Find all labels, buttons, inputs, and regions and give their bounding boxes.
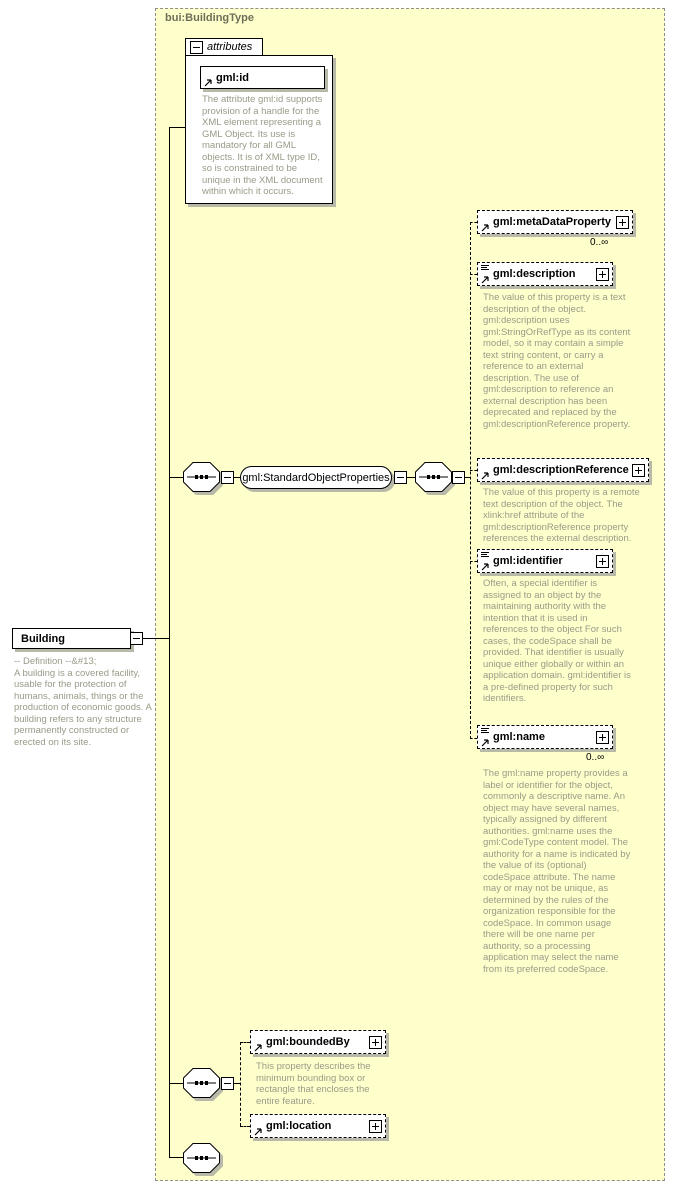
expand-icon[interactable] — [596, 731, 609, 744]
element-gml-descriptionreference[interactable]: gml:descriptionReference — [477, 458, 649, 482]
element-label: Building — [21, 632, 65, 645]
element-label: gml:identifier — [493, 555, 563, 567]
expand-icon[interactable] — [369, 1036, 382, 1049]
expand-icon[interactable] — [616, 216, 629, 229]
expand-icon[interactable] — [369, 1120, 382, 1133]
connector-line — [169, 477, 183, 478]
element-label: gml:location — [266, 1120, 332, 1132]
element-label: gml:description — [493, 268, 576, 280]
element-label: gml:name — [493, 731, 545, 743]
element-gml-boundedby[interactable]: gml:boundedBy — [250, 1030, 386, 1054]
collapse-icon[interactable] — [394, 471, 407, 484]
element-gml-location[interactable]: gml:location — [250, 1114, 386, 1138]
connector-line — [143, 638, 169, 639]
sequence-icon — [415, 462, 452, 492]
connector-trunk — [169, 127, 170, 1158]
element-label: gml:metaDataProperty — [493, 216, 611, 228]
connector-line — [169, 1083, 183, 1084]
element-gml-description[interactable]: gml:description — [477, 262, 613, 286]
connector-line — [470, 738, 477, 739]
group-gml-standardobjectproperties[interactable]: gml:StandardObjectProperties — [240, 466, 392, 489]
connector-line — [169, 127, 186, 128]
sequence-icon — [183, 462, 220, 492]
element-gml-name[interactable]: gml:name — [477, 725, 613, 749]
connector-line — [234, 477, 240, 478]
element-gml-metadataproperty[interactable]: gml:metaDataProperty — [477, 210, 633, 234]
element-annotation: The value of this property is a remote t… — [483, 487, 640, 544]
connector-line — [240, 1126, 250, 1127]
reference-arrow-icon — [480, 561, 490, 571]
attributes-tab[interactable]: attributes — [185, 38, 263, 56]
connector-line — [465, 477, 471, 478]
sequence-icon — [183, 1143, 220, 1173]
attribute-gml-id[interactable]: gml:id — [200, 66, 325, 89]
annotation-marker-icon — [481, 728, 489, 734]
connector-trunk — [240, 1042, 241, 1126]
collapse-icon[interactable] — [190, 40, 203, 54]
group-label: gml:StandardObjectProperties — [242, 471, 390, 484]
collapse-icon[interactable] — [130, 632, 143, 645]
attributes-label: attributes — [207, 41, 253, 53]
collapse-icon[interactable] — [221, 471, 234, 484]
expand-icon[interactable] — [632, 464, 645, 477]
connector-line — [470, 561, 477, 562]
occurrence-label: 0..∞ — [586, 752, 605, 763]
complex-type-title: bui:BuildingType — [165, 12, 255, 24]
element-annotation: The value of this property is a text des… — [483, 292, 631, 430]
element-gml-identifier[interactable]: gml:identifier — [477, 549, 613, 573]
occurrence-label: 0..∞ — [590, 237, 609, 248]
element-annotation: Often, a special identifier is assigned … — [483, 578, 631, 704]
element-building[interactable]: Building — [12, 628, 131, 649]
annotation-marker-icon — [481, 265, 489, 271]
collapse-icon[interactable] — [221, 1077, 234, 1090]
reference-arrow-icon — [480, 737, 490, 747]
element-annotation: This property describes the minimum boun… — [256, 1061, 371, 1107]
element-annotation: The gml:name property provides a label o… — [483, 768, 631, 975]
reference-arrow-icon — [480, 222, 490, 232]
connector-trunk — [470, 222, 471, 739]
connector-line — [407, 477, 415, 478]
reference-arrow-icon — [480, 274, 490, 284]
attribute-annotation: The attribute gml:id supports provision … — [202, 94, 323, 197]
element-annotation: -- Definition --&#13; A building is a co… — [14, 656, 152, 748]
element-label: gml:boundedBy — [266, 1036, 350, 1048]
attribute-label: gml:id — [216, 71, 249, 84]
reference-arrow-icon — [253, 1042, 263, 1052]
connector-line — [470, 222, 477, 223]
sequence-icon — [183, 1068, 220, 1098]
reference-arrow-icon — [203, 77, 213, 87]
connector-line — [240, 1042, 250, 1043]
annotation-marker-icon — [481, 552, 489, 558]
connector-line — [169, 1157, 183, 1158]
reference-arrow-icon — [480, 470, 490, 480]
connector-line — [234, 1083, 240, 1084]
expand-icon[interactable] — [596, 268, 609, 281]
element-label: gml:descriptionReference — [493, 464, 629, 476]
reference-arrow-icon — [253, 1126, 263, 1136]
collapse-icon[interactable] — [452, 471, 465, 484]
connector-line — [470, 470, 477, 471]
connector-line — [470, 274, 477, 275]
expand-icon[interactable] — [596, 555, 609, 568]
